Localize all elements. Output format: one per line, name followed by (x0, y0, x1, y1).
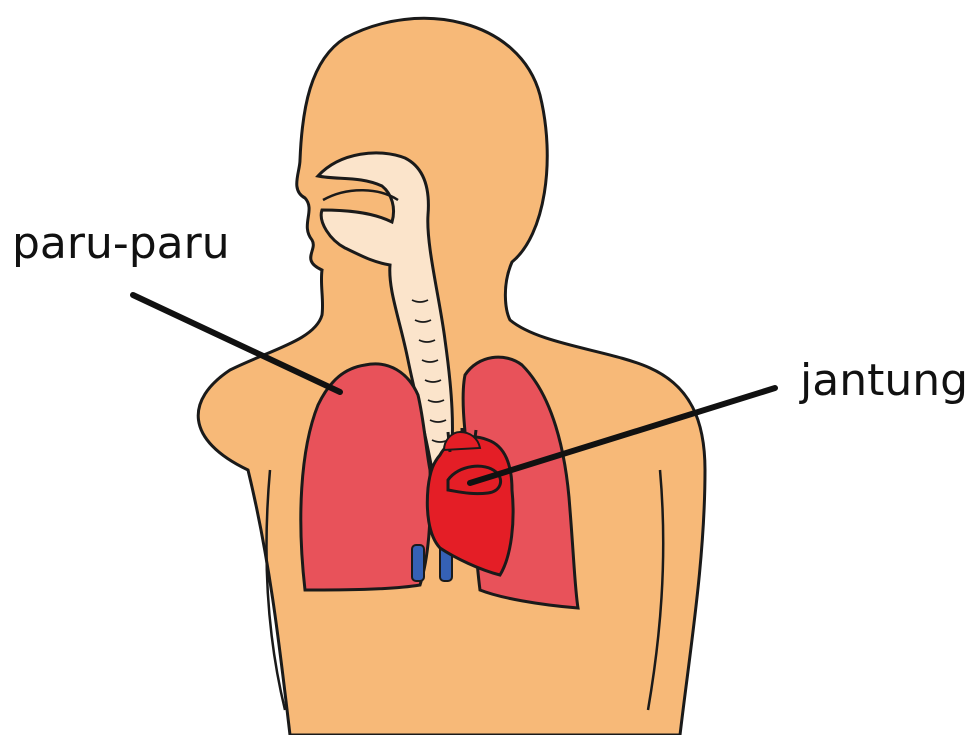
heart-label: jantung (799, 355, 968, 406)
lungs-label: paru-paru (12, 218, 230, 269)
vein-left (412, 545, 424, 581)
body-silhouette (198, 18, 705, 735)
